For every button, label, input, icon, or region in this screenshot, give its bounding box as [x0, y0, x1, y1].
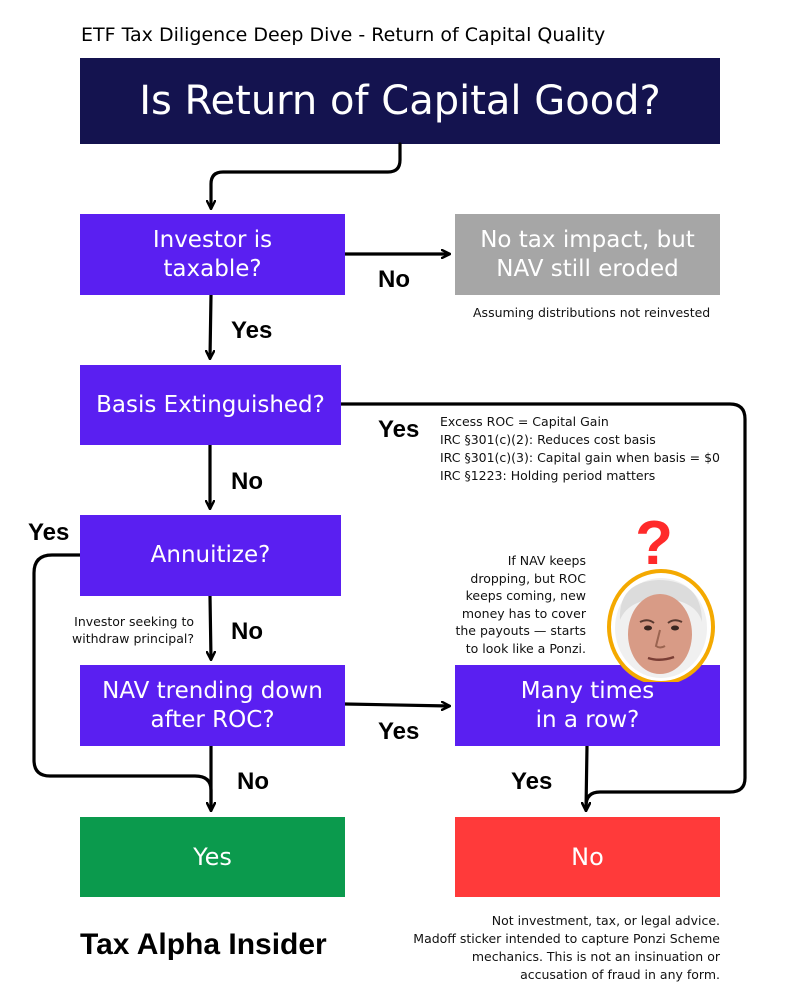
- page-title: Is Return of Capital Good?: [80, 58, 720, 144]
- arrow-title-to-taxable: [211, 142, 402, 208]
- disclaimer-line-4: accusation of fraud in any form.: [520, 967, 720, 982]
- note-ponzi: If NAV keeps dropping, but ROC keeps com…: [455, 553, 586, 656]
- label-basis-yes: Yes: [378, 416, 420, 443]
- madoff-sticker: ?: [607, 512, 715, 682]
- note-basis-1: Excess ROC = Capital Gain: [440, 414, 609, 429]
- label-nav-no: No: [237, 768, 269, 795]
- label-annuitize-no: No: [231, 618, 263, 645]
- label-nav-yes: Yes: [378, 718, 420, 745]
- node-investor-taxable: Investor is taxable?: [80, 214, 345, 295]
- arrow-basis-to-no: [339, 402, 747, 810]
- disclaimer-line-2: Madoff sticker intended to capture Ponzi…: [413, 931, 720, 946]
- arrow-taxable-to-basis: [210, 293, 211, 358]
- label-taxable-yes: Yes: [231, 317, 273, 344]
- arrow-annuitize-to-yes: [32, 553, 211, 810]
- node-basis-extinguished: Basis Extinguished?: [80, 365, 341, 445]
- node-annuitize: Annuitize?: [80, 515, 341, 596]
- label-annuitize-yes: Yes: [28, 519, 70, 546]
- label-many-yes: Yes: [511, 768, 553, 795]
- node-many-times: Many times in a row?: [455, 665, 720, 746]
- outcome-no: No: [455, 817, 720, 897]
- disclaimer-line-1: Not investment, tax, or legal advice.: [491, 913, 720, 928]
- note-distributions: Assuming distributions not reinvested: [473, 305, 711, 320]
- note-withdraw-principal: Investor seeking to withdraw principal?: [72, 614, 194, 646]
- outcome-yes: Yes: [80, 817, 345, 897]
- disclaimer-line-3: mechanics. This is not an insinuation or: [471, 949, 720, 964]
- arrow-many-to-no: [586, 744, 587, 810]
- arrow-nav-to-many: [343, 704, 449, 706]
- node-no-tax-impact: No tax impact, but NAV still eroded: [455, 214, 720, 295]
- page-subtitle: ETF Tax Diligence Deep Dive - Return of …: [81, 24, 606, 46]
- note-basis-3: IRC §301(c)(3): Capital gain when basis …: [440, 450, 720, 465]
- brand-name: Tax Alpha Insider: [80, 928, 327, 961]
- label-taxable-no: No: [378, 266, 410, 293]
- question-mark-sticker-icon: ?: [635, 512, 673, 578]
- label-basis-no: No: [231, 468, 263, 495]
- note-basis-4: IRC §1223: Holding period matters: [440, 468, 656, 483]
- face-sticker-icon: [607, 569, 715, 682]
- arrow-annuitize-to-nav: [210, 594, 211, 659]
- node-nav-trending-down: NAV trending down after ROC?: [80, 665, 345, 746]
- note-basis-2: IRC §301(c)(2): Reduces cost basis: [440, 432, 656, 447]
